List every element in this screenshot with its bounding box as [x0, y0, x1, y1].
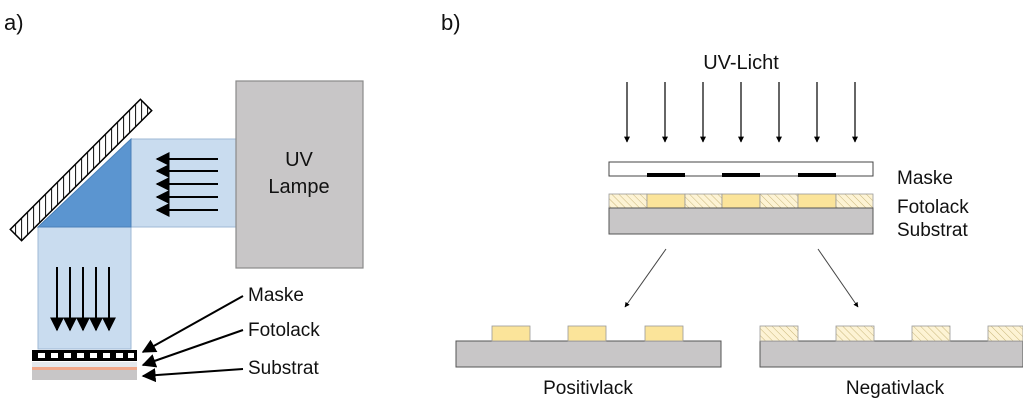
positive-label: Positivlack — [543, 378, 633, 398]
horizontal-light-arrows — [155, 152, 218, 217]
mask-pointer-arrow — [141, 295, 244, 353]
substrate-pointer-arrow — [141, 368, 244, 383]
resist-row — [608, 193, 874, 209]
negative-result: Negativlack — [759, 325, 1023, 398]
mask-label: Maske — [897, 168, 953, 189]
uv-lamp-label-line1: UV — [285, 149, 313, 171]
positive-resist-block — [567, 325, 607, 342]
vertical-beam — [37, 226, 132, 350]
uv-lamp — [235, 80, 364, 269]
substrate-layer — [32, 370, 137, 380]
mask-opaque-region — [722, 173, 760, 177]
uv-light-arrows — [624, 82, 858, 143]
layer-pointer-arrows — [141, 295, 244, 383]
result-arrows — [624, 248, 859, 308]
resist-layer — [32, 362, 137, 367]
resist-label: Fotolack — [897, 197, 969, 218]
negative-substrate — [759, 340, 1023, 368]
mirror-reflection-outline — [36, 137, 132, 228]
mask-frame — [32, 350, 137, 361]
negative-resist-block — [987, 325, 1023, 342]
resist-label: Fotolack — [248, 320, 320, 341]
mask-strip — [32, 350, 137, 361]
vertical-light-arrows — [50, 267, 116, 332]
panel-a-label: a) — [4, 10, 24, 35]
positive-substrate — [455, 340, 722, 368]
negative-resist-block — [835, 325, 875, 342]
positive-result-arrow — [624, 248, 667, 308]
positive-resist-block — [491, 325, 531, 342]
uv-light-label: UV-Licht — [703, 52, 779, 74]
mask-opaque-region — [798, 173, 836, 177]
resist-pointer-arrow — [141, 329, 244, 368]
negative-resist-block — [759, 325, 799, 342]
negative-label: Negativlack — [846, 378, 945, 398]
positive-resist-block — [644, 325, 684, 342]
resist-layer-colored — [32, 367, 137, 370]
uv-lamp-label-line2: Lampe — [268, 176, 329, 198]
panel-a: a) UV Lampe — [4, 10, 364, 383]
negative-result-arrow — [817, 248, 859, 308]
substrate — [608, 207, 874, 235]
substrate-label: Substrat — [897, 220, 968, 241]
mask-opaque-region — [647, 173, 685, 177]
mask-label: Maske — [248, 285, 304, 306]
mirror — [9, 98, 153, 242]
panel-b-label: b) — [441, 10, 461, 35]
positive-result: Positivlack — [455, 325, 722, 398]
panel-b: b) UV-Licht — [441, 10, 1023, 398]
substrate-label: Substrat — [248, 358, 319, 379]
negative-resist-block — [911, 325, 951, 342]
mask — [608, 161, 874, 177]
